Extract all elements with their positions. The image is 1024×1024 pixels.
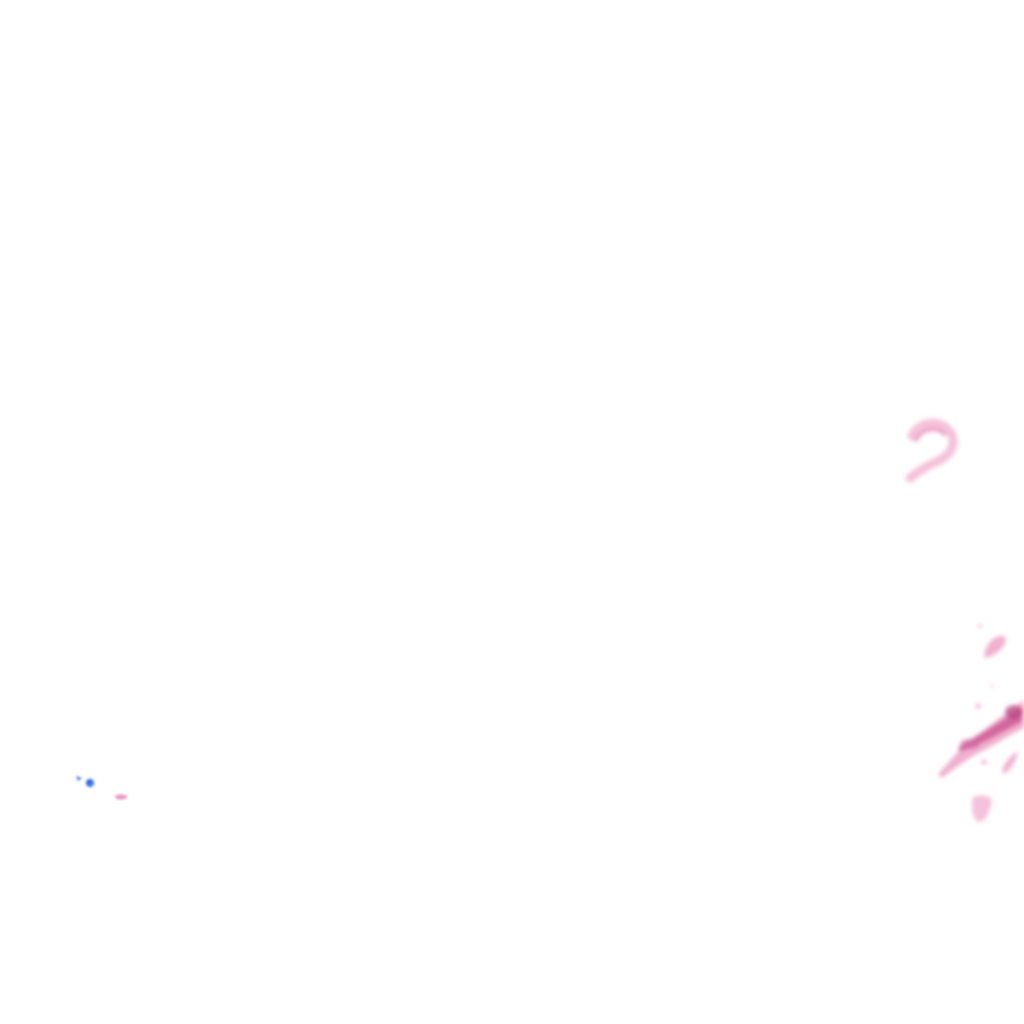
precip-cell-small-east (978, 624, 1006, 688)
precip-cell-west (115, 794, 127, 800)
precip-cell-hook (905, 418, 958, 483)
snow-cell-west (76, 776, 95, 788)
precip-band-main (938, 700, 1024, 778)
precip-cell-south-east (972, 795, 992, 822)
